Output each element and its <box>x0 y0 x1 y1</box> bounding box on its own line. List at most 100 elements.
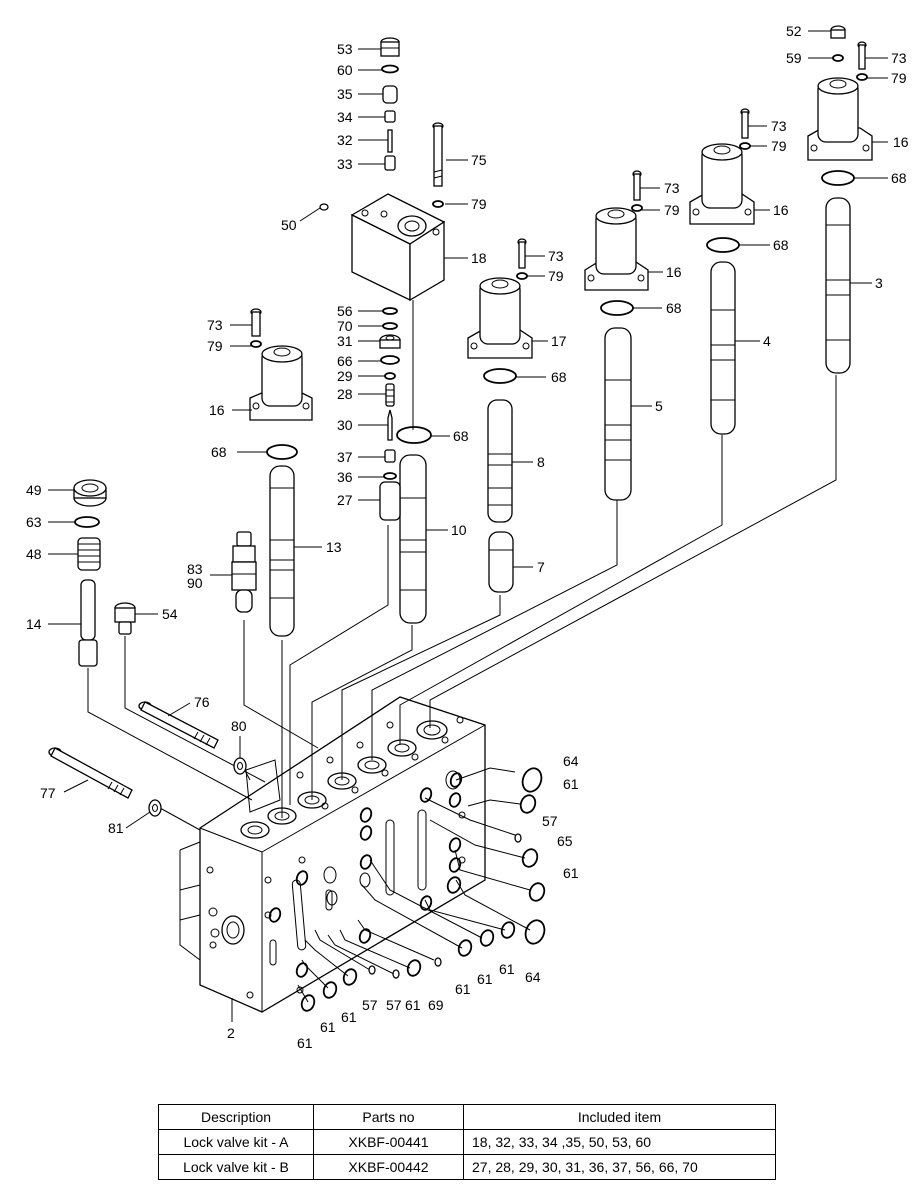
callout-90: 90 <box>187 575 203 591</box>
spring-28 <box>385 383 395 407</box>
callout-34: 34 <box>337 109 353 125</box>
callout-14: 14 <box>26 616 42 632</box>
callout-79a: 79 <box>471 196 487 212</box>
port-orings <box>268 767 546 1012</box>
washer-79-17 <box>516 272 528 280</box>
callout-37: 37 <box>337 449 353 465</box>
rod-32 <box>387 129 393 153</box>
oring-70 <box>382 322 398 330</box>
callout-57c: 57 <box>362 997 378 1013</box>
callout-29: 29 <box>337 368 353 384</box>
callout-81: 81 <box>108 820 124 836</box>
washer-81 <box>148 799 162 817</box>
solenoid-17 <box>467 277 533 359</box>
bolt-75 <box>432 122 444 187</box>
header-parts-no: Parts no <box>313 1104 464 1130</box>
callout-36: 36 <box>337 469 353 485</box>
callout-61b: 61 <box>563 865 579 881</box>
callout-35: 35 <box>337 86 353 102</box>
callout-57a: 57 <box>542 813 558 829</box>
callout-10: 10 <box>451 522 467 538</box>
washer-80 <box>233 757 247 775</box>
callout-68a: 68 <box>453 428 469 444</box>
callout-56: 56 <box>337 303 353 319</box>
oring-68-18 <box>396 426 432 444</box>
kit-description: Lock valve kit - A <box>158 1129 314 1155</box>
spool-3 <box>825 197 851 374</box>
oring-68-17 <box>483 368 517 384</box>
callout-32: 32 <box>337 132 353 148</box>
callout-66: 66 <box>337 353 353 369</box>
callout-61a: 61 <box>563 776 579 792</box>
oring-68-3 <box>821 170 855 186</box>
oring-36 <box>383 472 397 480</box>
callout-18: 18 <box>471 250 487 266</box>
cap-52 <box>830 25 846 39</box>
callout-73b: 73 <box>548 248 564 264</box>
table-row: Lock valve kit - A XKBF-00441 18, 32, 33… <box>158 1129 776 1155</box>
long-bolt-76 <box>138 701 219 749</box>
oring-56 <box>382 307 398 315</box>
spool-10 <box>399 454 427 624</box>
solenoid-16-mid <box>584 207 649 291</box>
callout-64b: 64 <box>525 969 541 985</box>
spring-34 <box>384 110 396 123</box>
callout-61g: 61 <box>341 1009 357 1025</box>
kit-included-items: 27, 28, 29, 30, 31, 36, 37, 56, 66, 70 <box>463 1154 776 1180</box>
solenoid-16-left <box>249 345 313 421</box>
header-included-item: Included item <box>463 1104 776 1130</box>
bolt-73-right <box>740 108 750 139</box>
callout-61c: 61 <box>499 961 515 977</box>
kit-description: Lock valve kit - B <box>158 1154 314 1180</box>
callout-73a: 73 <box>207 317 223 333</box>
callout-3: 3 <box>875 275 883 291</box>
spool-8 <box>487 399 513 523</box>
callout-68b: 68 <box>211 444 227 460</box>
washer-79-75 <box>432 200 444 208</box>
callout-17: 17 <box>551 333 567 349</box>
header-description: Description <box>158 1104 314 1130</box>
bolt-73-mid <box>632 170 642 201</box>
spring-48 <box>77 537 101 571</box>
plug-54 <box>114 602 136 635</box>
plug-31 <box>379 334 401 349</box>
callout-79f: 79 <box>891 70 907 86</box>
callout-31: 31 <box>337 333 353 349</box>
lock-valve-block-18 <box>350 193 446 302</box>
callout-leaders <box>48 30 888 1022</box>
callout-16b: 16 <box>666 264 682 280</box>
callout-79b: 79 <box>207 338 223 354</box>
callout-76: 76 <box>194 694 210 710</box>
callout-54: 54 <box>162 606 178 622</box>
callout-73d: 73 <box>771 118 787 134</box>
callout-64a: 64 <box>563 753 579 769</box>
side-face-ports <box>264 770 466 994</box>
oring-66 <box>380 355 400 365</box>
spool-5 <box>604 327 632 501</box>
callout-73e: 73 <box>891 50 907 66</box>
solenoid-16-right <box>689 143 755 225</box>
sleeve-27 <box>379 481 401 521</box>
poppet-14 <box>78 579 98 667</box>
callout-30: 30 <box>337 417 353 433</box>
solenoid-16-far-right <box>807 77 873 161</box>
oring-63 <box>74 516 100 528</box>
callout-52: 52 <box>786 23 802 39</box>
callout-68d: 68 <box>666 300 682 316</box>
callout-68e: 68 <box>773 237 789 253</box>
callout-61i: 61 <box>297 1035 313 1051</box>
kit-part-number: XKBF-00441 <box>313 1129 464 1155</box>
callout-59: 59 <box>786 50 802 66</box>
callout-7: 7 <box>537 559 545 575</box>
bolt-73-left <box>250 308 262 337</box>
plug-53 <box>380 37 400 57</box>
callout-49: 49 <box>26 482 42 498</box>
callout-13: 13 <box>326 539 342 555</box>
spool-4 <box>710 261 736 435</box>
callout-77: 77 <box>40 785 56 801</box>
solenoid-cartridge-83 <box>231 531 257 613</box>
table-row: Lock valve kit - B XKBF-00442 27, 28, 29… <box>158 1154 776 1180</box>
kit-included-items: 18, 32, 33, 34 ,35, 50, 53, 60 <box>463 1129 776 1155</box>
oring-60 <box>381 64 399 74</box>
callout-60: 60 <box>337 62 353 78</box>
